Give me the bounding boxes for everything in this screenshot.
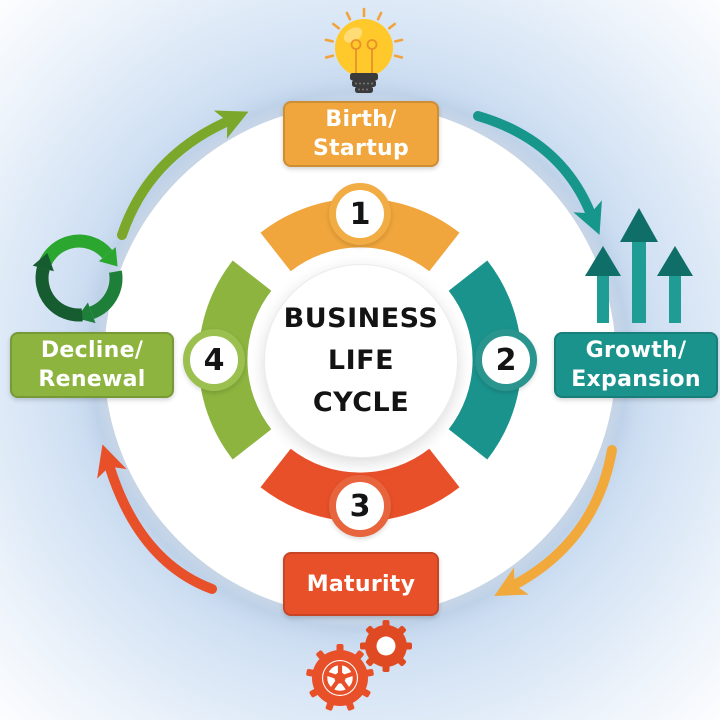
lightbulb-icon (306, 2, 422, 104)
lightbulb-bulb (335, 19, 393, 77)
recycle-arc-dark (35, 266, 83, 322)
center-title-circle: BUSINESS LIFE CYCLE (264, 264, 458, 458)
label-maturity: Maturity (283, 552, 439, 616)
center-title-line3: CYCLE (312, 387, 410, 418)
label-growth-expansion: Growth/ Expansion (554, 332, 718, 398)
label-birth-line2: Startup (312, 136, 410, 161)
recycle-arc-mid (89, 270, 123, 319)
stage-number-3-text: 3 (349, 488, 371, 524)
growth-arrow-heads (585, 208, 693, 276)
stage-number-1-text: 1 (349, 196, 371, 232)
label-decline-line1: Decline/ (40, 338, 144, 363)
center-title-line1: BUSINESS (283, 303, 439, 334)
stage-number-4: 4 (183, 329, 245, 391)
recycle-icon (27, 226, 133, 332)
gear-small-hole (376, 636, 396, 656)
center-title-line2: LIFE (327, 345, 395, 376)
lightbulb-base-dots (355, 82, 373, 91)
stage-number-4-text: 4 (203, 342, 225, 378)
label-decline-renewal: Decline/ Renewal (10, 332, 174, 398)
lightbulb-filament (350, 39, 378, 73)
gears-icon (298, 612, 450, 720)
gear-big-hub (334, 672, 346, 684)
growth-arrows-icon (576, 202, 700, 330)
growth-arrow-stems (597, 240, 681, 323)
lightbulb-base (350, 73, 378, 93)
lightbulb-rays (324, 7, 404, 59)
label-decline-line2: Renewal (38, 367, 146, 392)
label-growth-line2: Expansion (571, 367, 701, 392)
label-maturity-line1: Maturity (306, 571, 416, 597)
stage-number-2: 2 (475, 329, 537, 391)
recycle-head-dark (32, 253, 54, 272)
recycle-head-bright (98, 247, 118, 267)
stage-number-1: 1 (329, 183, 391, 245)
label-birth-startup: Birth/ Startup (283, 101, 439, 167)
stage-number-3: 3 (329, 475, 391, 537)
lightbulb-highlight (343, 27, 363, 43)
stage-number-2-text: 2 (495, 342, 517, 378)
label-birth-line1: Birth/ (325, 107, 397, 132)
label-growth-line1: Growth/ (585, 338, 687, 363)
